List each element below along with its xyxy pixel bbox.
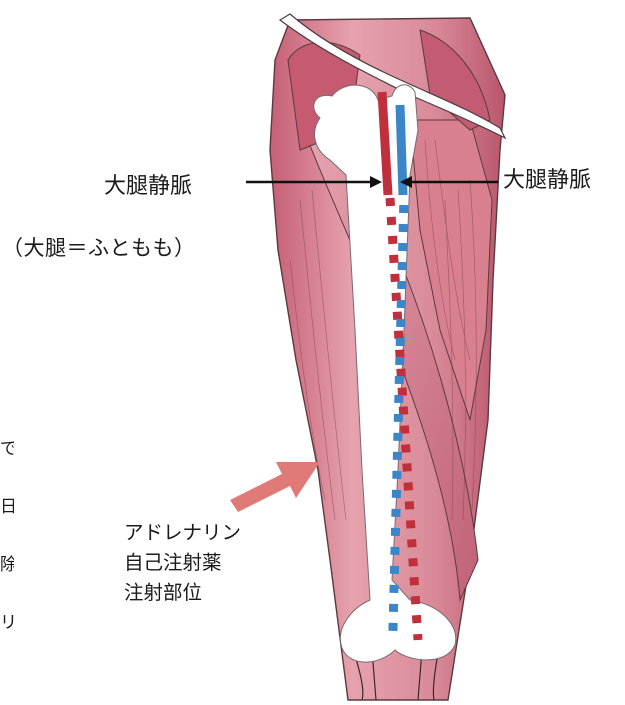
edge-fragment: 日: [0, 478, 14, 536]
thigh-note: （大腿＝ふともも）: [2, 232, 196, 262]
injection-site-line-1: アドレナリン: [124, 518, 241, 548]
injection-site-line-3: 注射部位: [124, 578, 241, 608]
injection-site-label: アドレナリン 自己注射薬 注射部位: [124, 518, 241, 608]
injection-site-line-2: 自己注射薬: [124, 548, 241, 578]
cropped-edge-text: で 日 除 リ: [0, 420, 14, 652]
edge-fragment: リ: [0, 594, 14, 652]
vein-label-right: 大腿静脈: [503, 162, 591, 194]
artery-line: [382, 92, 388, 195]
edge-fragment: 除: [0, 536, 14, 594]
vein-label-left: 大腿静脈: [104, 168, 192, 200]
injection-arrow-icon: [230, 462, 320, 512]
edge-fragment: で: [0, 420, 14, 478]
